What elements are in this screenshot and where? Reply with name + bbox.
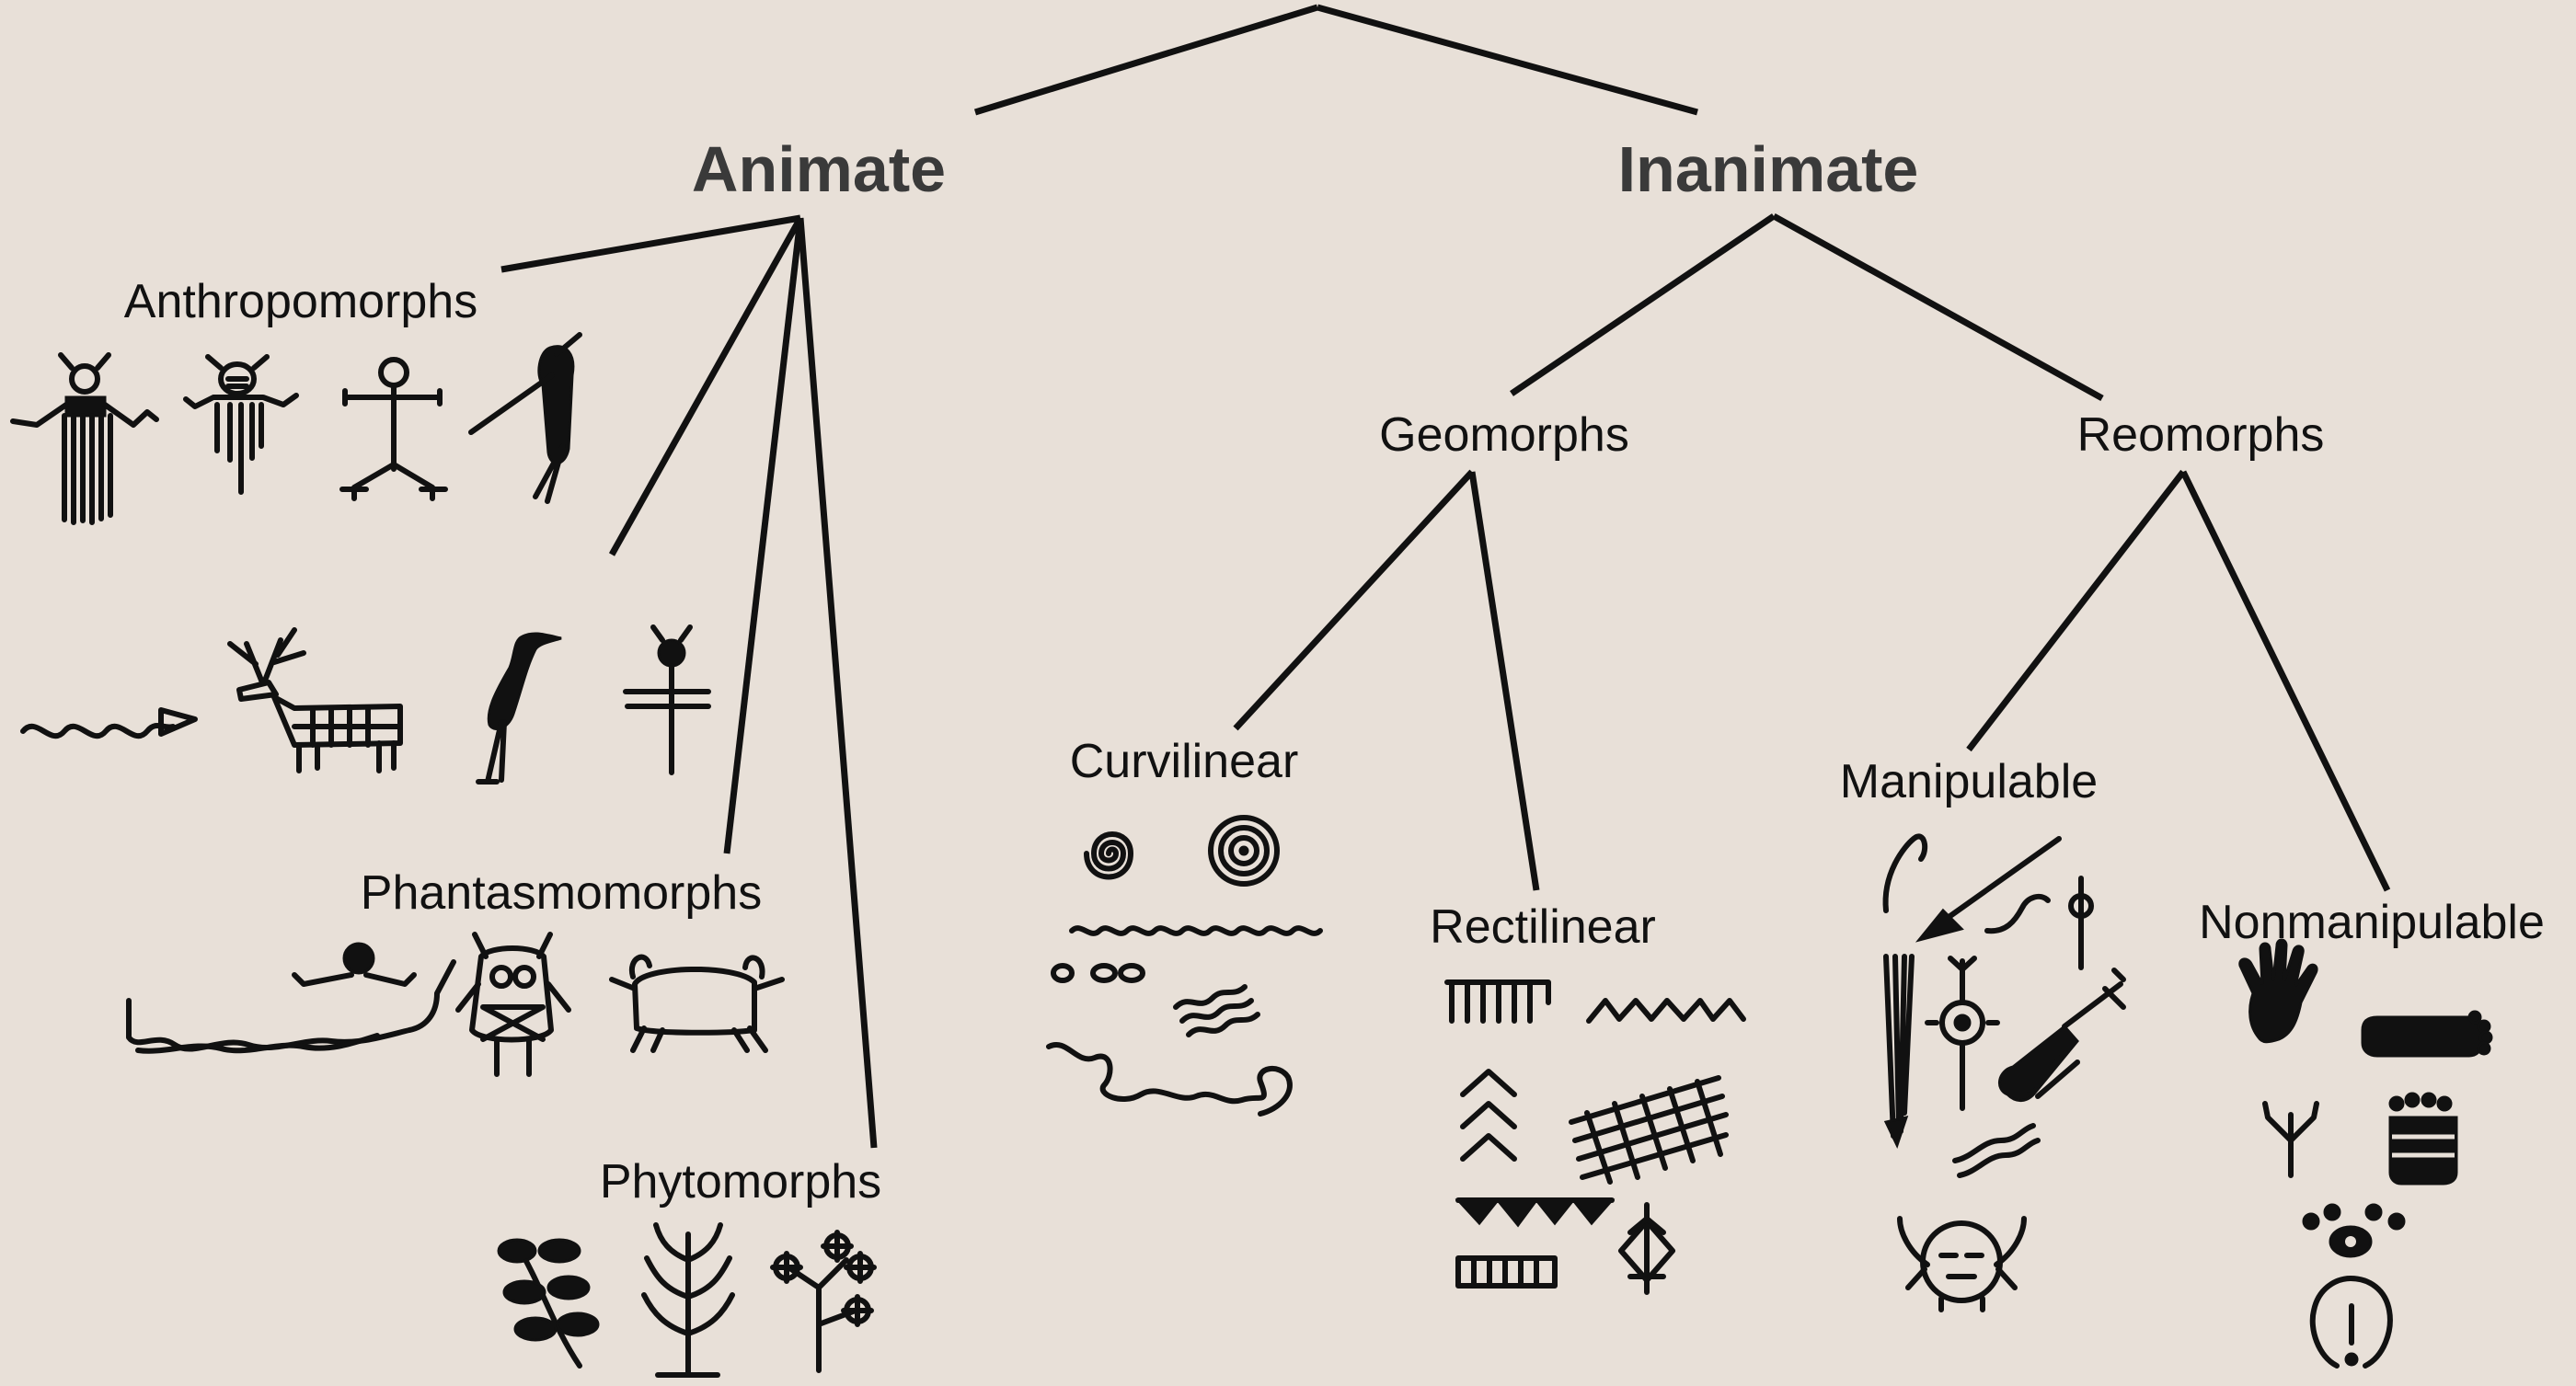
eye-dots-glyph <box>2302 1203 2406 1258</box>
spiral-glyph-1 <box>1084 831 1133 880</box>
serpent-being-glyph <box>126 942 456 1054</box>
stick-figure-glyph <box>339 357 448 501</box>
hoofprint-glyph <box>2309 1276 2393 1369</box>
triangle-band-glyph <box>1455 1197 1616 1228</box>
bird-glyph <box>476 632 562 785</box>
label-inanimate: Inanimate <box>1618 133 1919 205</box>
horned-quadruped-glyph <box>609 954 785 1053</box>
nonmanipulable-glyphs <box>2238 938 2493 1369</box>
label-geomorphs: Geomorphs <box>1379 408 1629 462</box>
edge-reomorphs-manipulable <box>1966 469 2186 752</box>
edge-root-animate <box>973 4 1319 116</box>
diamond-tree-glyph <box>1618 1202 1675 1295</box>
horned-figure-fringed-glyph <box>10 352 159 525</box>
edge-inanimate-reomorphs <box>1772 212 2104 402</box>
footprint-glyph <box>2361 1010 2493 1058</box>
bear-paw-glyph <box>2388 1092 2458 1186</box>
chevrons-glyph <box>1460 1069 1517 1162</box>
circle-staff-glyph <box>2068 876 2094 970</box>
phantasmomorph-glyphs <box>126 932 785 1077</box>
flowering-plant-glyph <box>770 1230 877 1373</box>
dragonfly-glyph <box>623 624 711 775</box>
handprint-glyph <box>2238 938 2318 1044</box>
edge-root-inanimate <box>1317 4 1698 116</box>
label-manipulable: Manipulable <box>1840 755 2098 808</box>
club-glyph <box>1998 968 2126 1102</box>
label-reomorphs: Reomorphs <box>2077 408 2325 462</box>
corn-plant-glyph <box>641 1222 735 1378</box>
tree-labels: Animate Inanimate Anthropomorphs Phantas… <box>124 133 2545 1208</box>
bug-eyed-figure-glyph <box>183 354 299 495</box>
comb-glyph <box>1444 979 1551 1024</box>
deer-glyph <box>227 627 403 773</box>
edge-geomorphs-rectilinear <box>1468 471 1540 891</box>
meander-line-glyph <box>1046 1042 1293 1117</box>
shield-figure-glyph <box>1925 956 2000 1111</box>
grid-net-glyph <box>1569 1075 1729 1185</box>
staff-hook-glyph <box>1882 833 1928 913</box>
arrow-glyph <box>1915 836 2062 943</box>
spear-bundle-glyph <box>1883 954 1915 1149</box>
ladder-glyph <box>1455 1255 1558 1289</box>
label-nonmanipulable: Nonmanipulable <box>2199 896 2545 949</box>
wavy-line-glyph <box>1069 925 1323 936</box>
horned-face-glyph <box>1897 1216 2027 1312</box>
snake-glyph <box>20 707 198 739</box>
label-phantasmomorphs: Phantasmomorphs <box>361 866 762 920</box>
oval-chain-glyph <box>1051 963 1145 983</box>
edge-animate-anthropomorphs <box>500 214 801 273</box>
edge-geomorphs-curvilinear <box>1233 469 1475 731</box>
bird-track-glyph <box>2262 1101 2319 1178</box>
label-curvilinear: Curvilinear <box>1070 735 1299 788</box>
leafy-plant-glyph <box>497 1238 600 1369</box>
edge-animate-phytomorphs <box>797 217 878 1149</box>
label-phytomorphs: Phytomorphs <box>600 1155 881 1208</box>
edge-animate-phantasmomorphs <box>723 217 804 854</box>
edge-reomorphs-nonmanipulable <box>2179 470 2391 892</box>
zoomorph-glyphs <box>20 624 711 785</box>
zigzag-glyph <box>1586 998 1746 1024</box>
curvilinear-glyphs <box>1046 815 1323 1117</box>
label-anthropomorphs: Anthropomorphs <box>124 275 477 328</box>
edge-inanimate-geomorphs <box>1510 213 1776 396</box>
anthropomorph-glyphs <box>10 332 582 525</box>
phytomorph-glyphs <box>497 1222 877 1378</box>
flute-player-glyph <box>468 332 582 504</box>
masked-being-glyph <box>455 932 571 1077</box>
edge-animate-zoomorphs <box>608 216 804 556</box>
tree-edges <box>500 4 2391 1149</box>
curl-line-glyph <box>1984 893 2051 934</box>
label-rectilinear: Rectilinear <box>1430 900 1656 954</box>
double-wave-glyph <box>1952 1123 2041 1178</box>
manipulable-glyphs <box>1882 833 2126 1312</box>
label-animate: Animate <box>692 133 946 205</box>
parallel-waves-glyph <box>1173 984 1260 1037</box>
rectilinear-glyphs <box>1444 979 1746 1295</box>
concentric-glyph <box>1208 815 1280 887</box>
